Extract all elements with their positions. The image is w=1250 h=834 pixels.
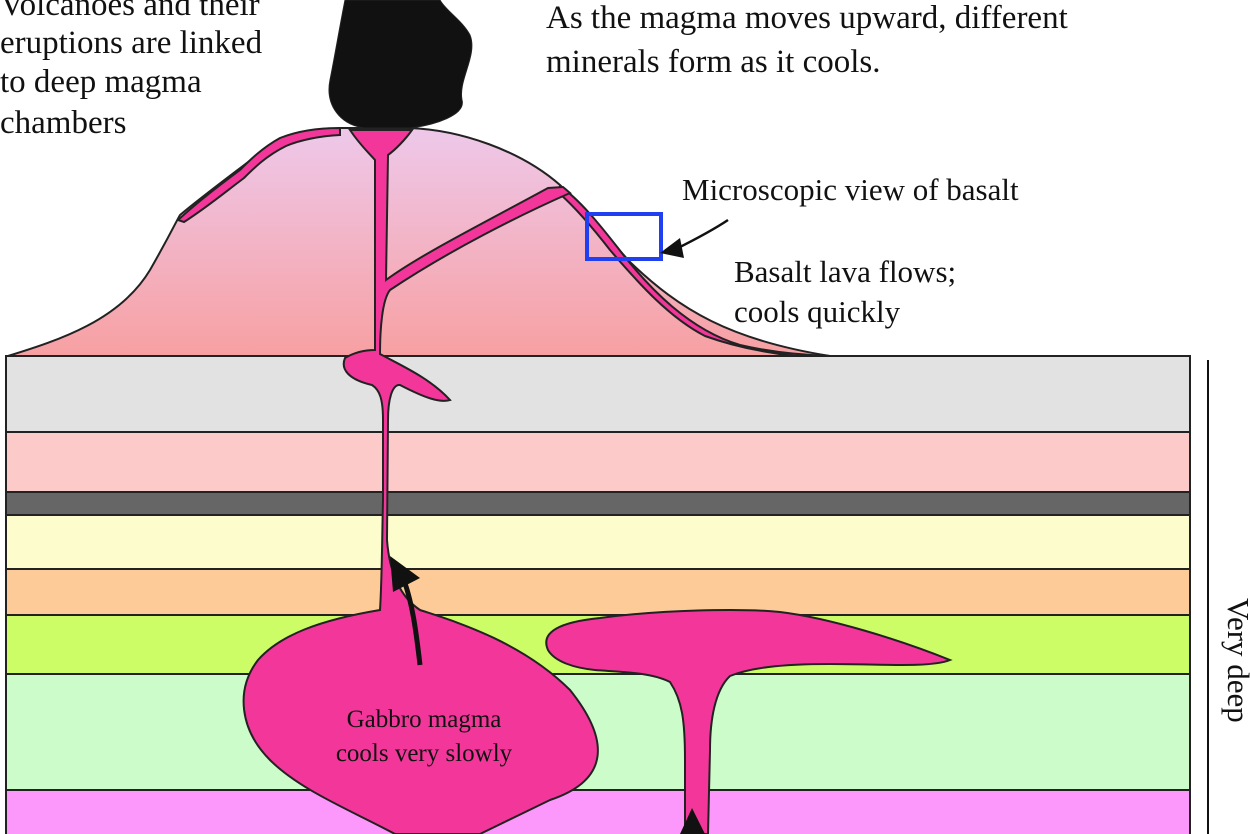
volcano-cone — [7, 127, 831, 357]
basalt-flows-line-1: Basalt lava flows; — [734, 254, 956, 289]
gabbro-line-1: Gabbro magma — [347, 706, 502, 733]
gabbro-label: Gabbro magma cools very slowly — [336, 706, 513, 767]
stratum-layer-3 — [5, 491, 1191, 516]
gabbro-line-2: cools very slowly — [336, 740, 513, 767]
rock-strata — [5, 355, 1191, 834]
basalt-flows-line-2: cools quickly — [734, 294, 901, 329]
magma-moves-label: As the magma moves upward, different min… — [546, 0, 1068, 80]
volcano-note-line-3: to deep magma — [0, 64, 202, 100]
magma-chamber-mushroom — [545, 609, 953, 834]
microscope-view-box — [585, 212, 663, 261]
lava-flow-left — [176, 126, 341, 224]
microscopic-view-label: Microscopic view of basalt — [682, 172, 1019, 207]
magma-flow-arrowhead-bottom — [680, 808, 705, 834]
magma-moves-line-2: minerals form as it cools. — [546, 44, 881, 80]
stratum-layer-5 — [5, 568, 1191, 616]
basalt-flows-label: Basalt lava flows; cools quickly — [734, 254, 956, 329]
stratum-layer-2 — [5, 431, 1191, 493]
volcanic-conduit — [242, 129, 599, 834]
stratum-layer-7 — [5, 673, 1191, 791]
depth-label: Very deep — [1221, 598, 1250, 723]
stratum-layer-8 — [5, 789, 1191, 834]
volcano-note-label: Volcanoes and their eruptions are linked… — [0, 0, 263, 141]
pointer-arrow-line — [675, 218, 729, 251]
lava-flow-right — [559, 184, 831, 357]
stratum-layer-1 — [5, 355, 1191, 433]
stratum-layer-4 — [5, 514, 1191, 570]
magma-moves-line-1: As the magma moves upward, different — [546, 0, 1068, 36]
volcano-note-line-2: eruptions are linked — [0, 25, 263, 61]
ash-plume — [328, 0, 473, 129]
magma-flow-arrowhead — [390, 556, 420, 592]
volcano-note-line-1: Volcanoes and their — [0, 0, 260, 23]
volcano-note-line-4: chambers — [0, 105, 126, 141]
pointer-arrowhead — [660, 238, 684, 258]
